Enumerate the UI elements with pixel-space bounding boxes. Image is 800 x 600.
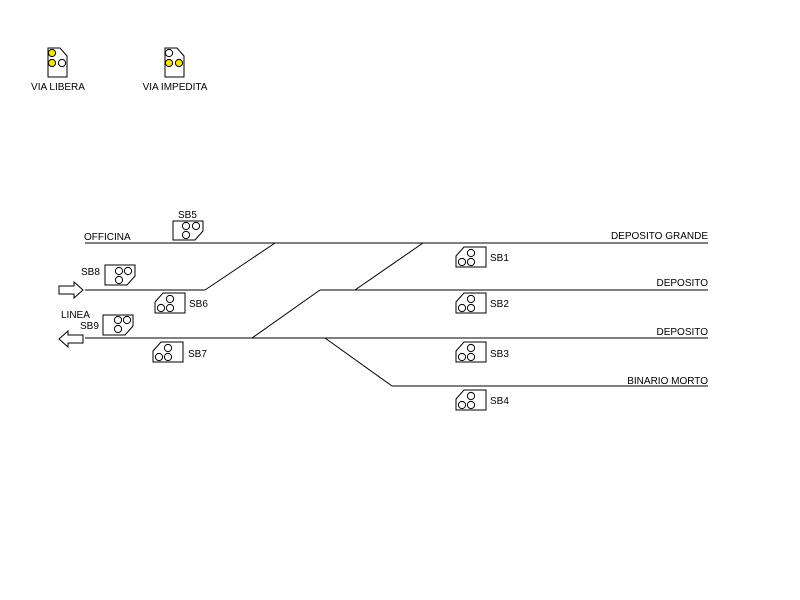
signal-sb4-lamp-top <box>466 391 476 401</box>
label-deposito-grande: DEPOSITO GRANDE <box>611 231 708 242</box>
signal-sb6-lamp-left <box>156 303 166 313</box>
signal-sb3-label: SB3 <box>490 349 509 360</box>
signal-sb1-lamp-top <box>466 248 476 258</box>
signal-sb4[interactable]: SB4 <box>455 389 509 411</box>
signal-sb4-label: SB4 <box>490 396 509 407</box>
signal-sb5[interactable]: SB5 <box>172 210 204 241</box>
signal-sb1-lamp-right <box>466 257 476 267</box>
label-officina: OFFICINA <box>84 232 131 243</box>
signal-sb9-label: SB9 <box>80 321 99 332</box>
arrow-left-icon <box>58 329 84 349</box>
switch-middle-to-deposito1 <box>251 289 321 339</box>
legend-libera-lamp-right <box>57 58 67 68</box>
signal-sb9[interactable]: SB9 <box>80 314 134 336</box>
signal-sb6-lamp-top <box>165 294 175 304</box>
signal-sb9-lamp-b <box>122 315 132 325</box>
signal-sb9-lamp-c <box>113 324 123 334</box>
signal-sb3-lamp-top <box>466 343 476 353</box>
signal-sb8-lamp-b <box>123 266 133 276</box>
switch-to-binario-morto <box>324 337 393 387</box>
label-linea: LINEA <box>61 310 90 321</box>
signal-sb8-lamp-a <box>114 266 124 276</box>
signal-sb2-lamp-right <box>466 303 476 313</box>
signal-sb5-lamp-a <box>181 221 191 231</box>
label-deposito-2: DEPOSITO <box>657 327 709 338</box>
signal-sb4-lamp-left <box>457 400 467 410</box>
signal-sb2-label: SB2 <box>490 299 509 310</box>
legend-libera-lamp-top <box>47 48 57 58</box>
legend-via-impedita: VIA IMPEDITA <box>143 47 208 93</box>
signal-sb2-lamp-left <box>457 303 467 313</box>
signal-sb6-label: SB6 <box>189 299 208 310</box>
legend-impedita-lamp-top <box>164 48 174 58</box>
switch-sb6-to-upper <box>204 242 276 291</box>
signal-sb1-label: SB1 <box>490 253 509 264</box>
signal-sb7-lamp-top <box>163 343 173 353</box>
signal-sb8-label: SB8 <box>81 267 100 278</box>
signal-sb8[interactable]: SB8 <box>81 264 136 286</box>
signal-sb3[interactable]: SB3 <box>455 341 509 363</box>
legend-impedita-lamp-right <box>174 58 184 68</box>
signal-sb5-label: SB5 <box>178 210 197 221</box>
legend-via-libera-label: VIA LIBERA <box>31 82 85 93</box>
signal-sb2[interactable]: SB2 <box>455 292 509 314</box>
signal-sb5-lamp-c <box>181 230 191 240</box>
signal-sb2-lamp-top <box>466 294 476 304</box>
signal-sb8-lamp-c <box>114 275 124 285</box>
signal-sb4-lamp-right <box>466 400 476 410</box>
signal-sb1-lamp-left <box>457 257 467 267</box>
signal-sb7-lamp-right <box>163 352 173 362</box>
label-deposito-1: DEPOSITO <box>657 278 709 289</box>
legend-via-impedita-label: VIA IMPEDITA <box>143 82 208 93</box>
signal-sb7-lamp-left <box>154 352 164 362</box>
legend-via-libera: VIA LIBERA <box>31 47 85 93</box>
signal-sb7-label: SB7 <box>188 349 207 360</box>
legend-impedita-lamp-left <box>164 58 174 68</box>
tracks <box>85 242 708 387</box>
signal-sb7[interactable]: SB7 <box>152 341 207 363</box>
signal-sb9-lamp-a <box>113 315 123 325</box>
signal-sb5-lamp-b <box>191 221 201 231</box>
switch-deposito1-to-upper <box>354 242 424 291</box>
signal-sb6[interactable]: SB6 <box>154 292 208 314</box>
legend-libera-lamp-left <box>47 58 57 68</box>
signal-sb1[interactable]: SB1 <box>455 246 509 268</box>
signal-sb3-lamp-right <box>466 352 476 362</box>
label-binario-morto: BINARIO MORTO <box>627 376 708 387</box>
signal-sb6-lamp-right <box>165 303 175 313</box>
arrow-right-icon <box>58 280 84 300</box>
signal-sb3-lamp-left <box>457 352 467 362</box>
